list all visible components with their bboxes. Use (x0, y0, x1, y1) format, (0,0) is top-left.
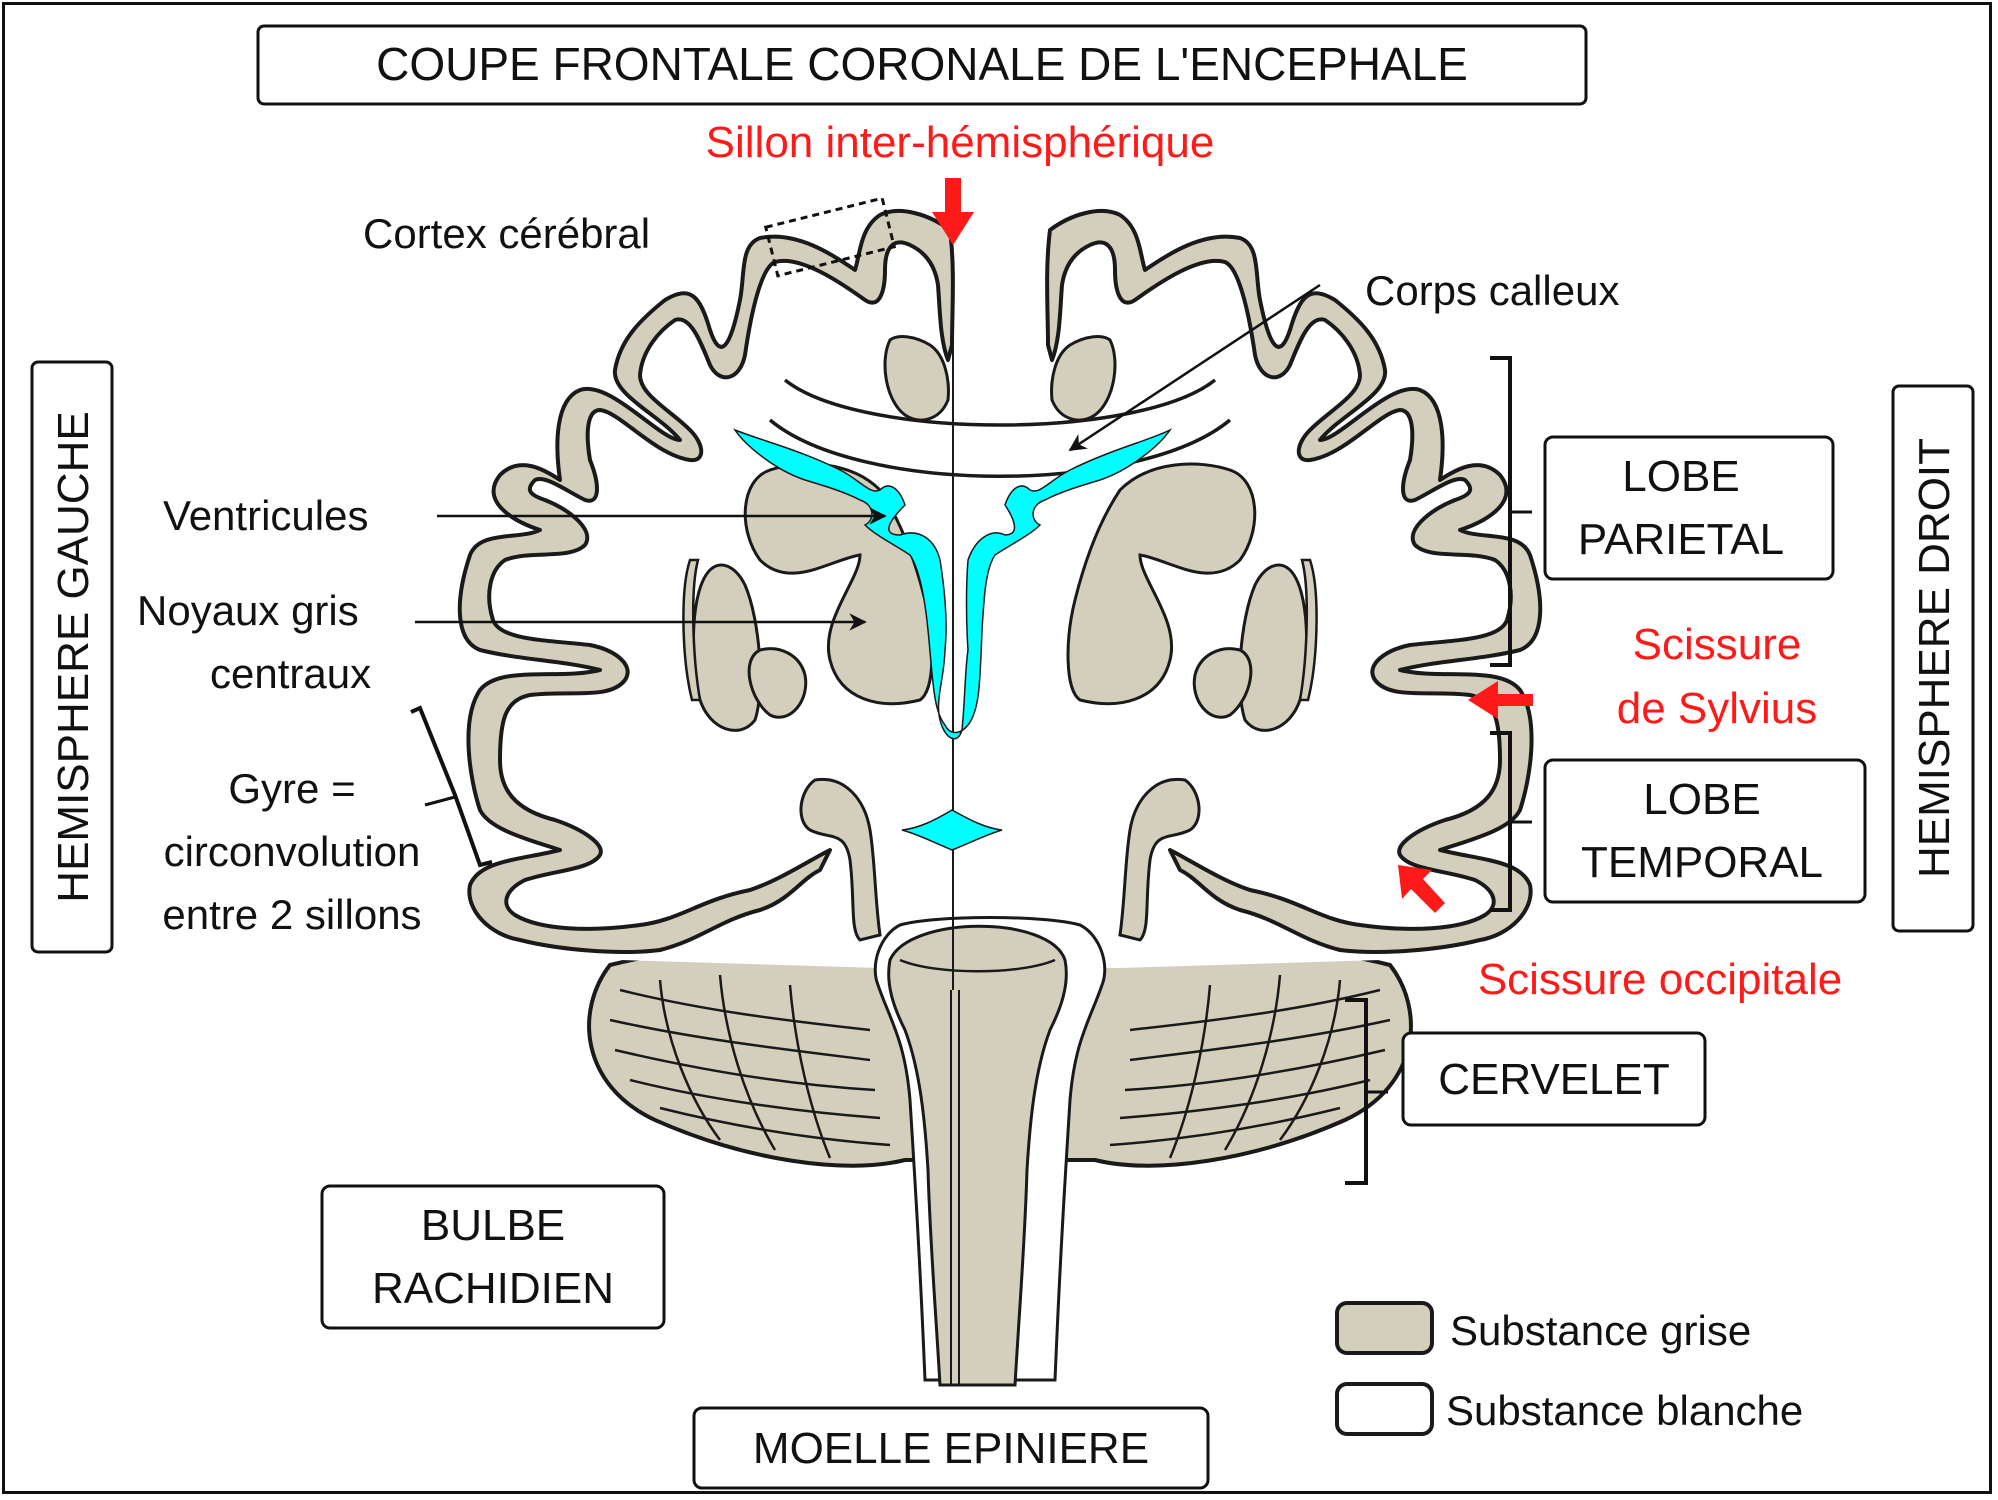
label-sylvius-2: de Sylvius (1617, 684, 1818, 733)
arrow-sillon (932, 178, 974, 245)
box-bulbe: BULBE RACHIDIEN (320, 1184, 666, 1330)
label-corps-calleux: Corps calleux (1365, 267, 1619, 314)
box-hemisphere-gauche: HEMISPHERE GAUCHE (30, 360, 114, 954)
legend-swatch-blanche (1335, 1382, 1434, 1436)
svg-text:LOBE: LOBE (1643, 775, 1760, 824)
ventricules-lateraux (733, 428, 1173, 740)
arrow-occipitale (1398, 865, 1445, 913)
troisieme-ventricule (901, 809, 1003, 851)
page-title: COUPE FRONTALE CORONALE DE L'ENCEPHALE (376, 38, 1468, 90)
label-noyaux-1: Noyaux gris (137, 587, 359, 634)
label-ventricules: Ventricules (163, 492, 368, 539)
box-moelle: MOELLE EPINIERE (692, 1406, 1210, 1490)
corps-calleux-shape (783, 378, 1217, 427)
brainstem (873, 905, 1107, 1387)
noyaux-droit (1066, 462, 1257, 706)
box-lobe-temporal: LOBE TEMPORAL (1543, 758, 1867, 904)
white-matter (447, 226, 1553, 968)
svg-text:MOELLE EPINIERE: MOELLE EPINIERE (753, 1424, 1149, 1473)
label-cortex: Cortex cérébral (363, 210, 650, 257)
arrow-corps-calleux (1068, 283, 1321, 452)
bracket-gyre (410, 705, 493, 868)
arrow-sylvius (1468, 681, 1533, 719)
svg-text:HEMISPHERE DROIT: HEMISPHERE DROIT (1910, 438, 1959, 878)
svg-text:HEMISPHERE GAUCHE: HEMISPHERE GAUCHE (49, 411, 98, 902)
svg-text:TEMPORAL: TEMPORAL (1581, 838, 1823, 887)
box-cervelet: CERVELET (1401, 1031, 1707, 1127)
legend-label-blanche: Substance blanche (1446, 1387, 1803, 1434)
red-arrows (932, 178, 1533, 913)
cortex-right (1045, 209, 1543, 954)
box-lobe-parietal: LOBE PARIETAL (1543, 435, 1835, 581)
svg-text:CERVELET: CERVELET (1438, 1055, 1670, 1104)
svg-text:BULBE: BULBE (421, 1201, 565, 1250)
cerebrum (447, 209, 1553, 968)
svg-text:PARIETAL: PARIETAL (1578, 515, 1784, 564)
cortex-highlight (763, 196, 897, 278)
label-noyaux-2: centraux (210, 650, 371, 697)
label-occipitale: Scissure occipitale (1478, 955, 1842, 1004)
cortex-left (457, 209, 955, 954)
label-gyre-1: Gyre = (228, 765, 355, 812)
title-box (256, 24, 1588, 106)
svg-text:LOBE: LOBE (1622, 452, 1739, 501)
label-sillon: Sillon inter-hémisphérique (706, 118, 1215, 167)
legend: Substance grise Substance blanche (1335, 1301, 1803, 1436)
label-sylvius-1: Scissure (1633, 620, 1802, 669)
label-gyre-3: entre 2 sillons (162, 891, 421, 938)
legend-swatch-grise (1335, 1301, 1434, 1355)
label-gyre-2: circonvolution (164, 828, 421, 875)
box-hemisphere-droit: HEMISPHERE DROIT (1891, 384, 1975, 933)
svg-text:RACHIDIEN: RACHIDIEN (372, 1264, 614, 1313)
legend-label-grise: Substance grise (1450, 1307, 1751, 1354)
